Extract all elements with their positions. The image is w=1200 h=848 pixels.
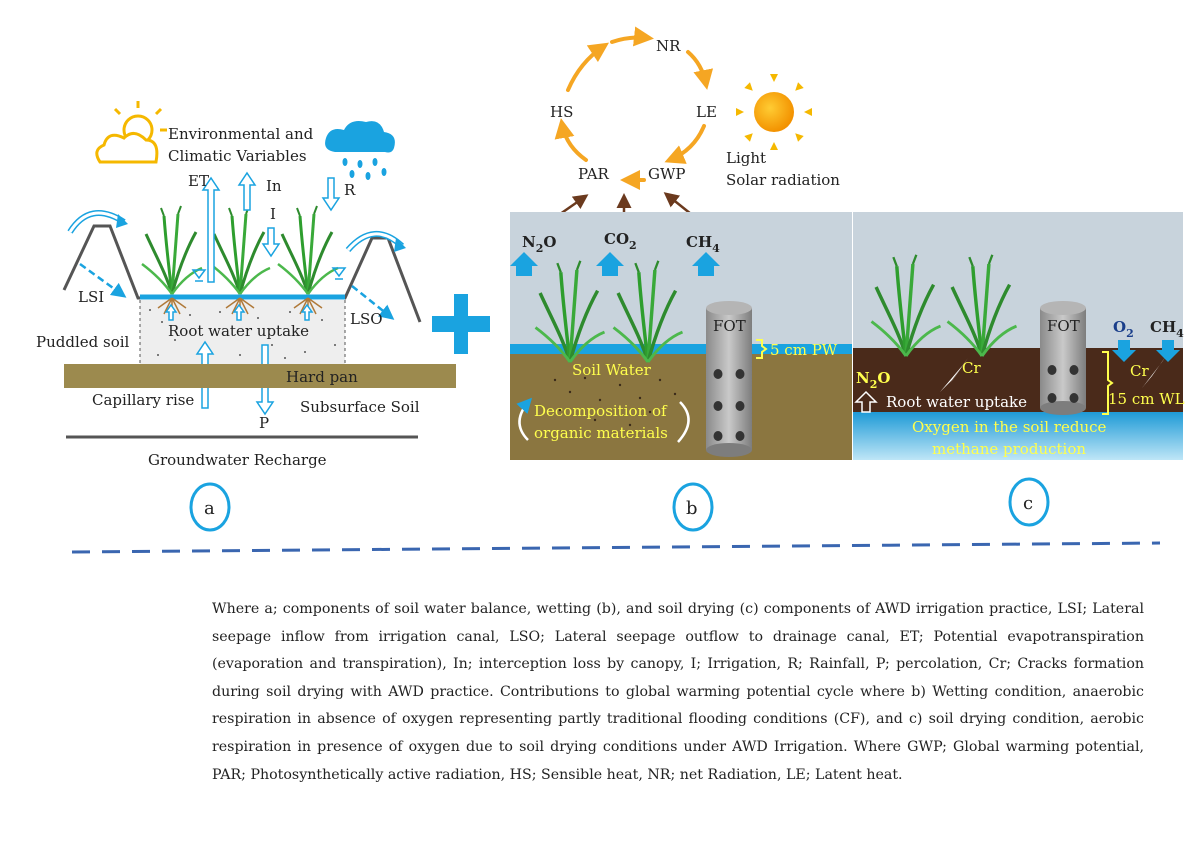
svg-text:CH4: CH4 [686,233,720,255]
dashed-separator [71,541,1161,554]
svg-text:O2: O2 [1113,318,1134,340]
fot-label-b: FOT [713,317,746,335]
rice-plant [208,204,272,296]
lsi-arrow [79,262,127,298]
r-label: R [344,181,356,199]
et-arrow [201,176,221,283]
p-label: P [259,414,269,432]
r-arrow [321,177,341,212]
badge-a [189,482,231,532]
ponded-water-b [510,344,852,354]
figure-caption: Where a; components of soil water balanc… [212,601,1144,783]
badge-b-label: b [686,498,698,519]
root-water-uptake-c-label: Root water uptake [886,393,1027,411]
cr-label: Cr [962,359,981,377]
lso-label: LSO [350,310,383,328]
soil-water-label: Soil Water [572,361,652,379]
lsi-label: LSI [78,288,104,306]
rain-cloud-icon [325,121,395,180]
svg-text:N2O: N2O [856,369,890,391]
svg-text:CO2: CO2 [604,230,637,252]
sun-icon [736,74,812,150]
n2o-up-arrow [510,252,538,276]
groundwater-recharge-label: Groundwater Recharge [148,451,327,469]
sun-cloud-icon [95,101,167,164]
le-label: LE [696,103,717,121]
ch4-down-arrow [1156,340,1180,362]
in-arrow [237,171,257,211]
oxygen-label-line1: Oxygen in the soil reduce [912,418,1107,436]
capillary-rise-label: Capillary rise [92,391,194,409]
i-arrow [261,227,281,258]
badge-b [672,482,714,532]
fot-tube-b [706,301,752,457]
wl-label: 15 cm WL [1108,390,1185,408]
decomposition-label-line1: Decomposition of [534,402,668,420]
pw-label: 5 cm PW [770,341,838,359]
soil-b [510,354,852,460]
oxygen-label-line2: methane production [932,440,1086,458]
in-label: In [266,177,282,195]
cr-right-label: Cr [1130,362,1149,380]
panel-a: Environmental and Climatic Variables [36,101,456,532]
rice-plant [276,204,340,296]
badge-a-label: a [204,498,215,519]
lso-arrow [351,285,395,320]
root-uptake-up-arrow [854,390,878,413]
ch4-up-arrow [692,252,720,276]
co2-up-arrow [596,252,624,276]
et-label: ET [188,172,209,190]
i-label: I [270,205,276,223]
nr-label: NR [656,37,681,55]
env-climatic-title-line1: Environmental and [168,125,314,143]
groundwater-c [853,412,1183,460]
badge-c [1008,477,1050,527]
rice-plant [140,204,204,296]
decomposition-label-line2: organic materials [534,424,668,442]
hard-pan-label: Hard pan [286,368,358,386]
fot-tube-c [1040,301,1086,415]
root-water-uptake-label: Root water uptake [168,322,309,340]
env-climatic-title-line2: Climatic Variables [168,147,307,165]
svg-text:CH4: CH4 [1150,318,1184,340]
o2-down-arrow [1112,340,1136,362]
subsurface-soil-label: Subsurface Soil [300,398,420,416]
badge-c-label: c [1023,493,1033,514]
gwp-label: GWP [648,165,686,183]
fot-label-c: FOT [1047,317,1080,335]
par-label: PAR [578,165,610,183]
svg-text:N2O: N2O [522,233,556,255]
hard-pan-layer [64,364,456,388]
light-label: Light [726,149,766,167]
dry-soil-c [853,348,1183,412]
hs-label: HS [550,103,573,121]
figure-diagram: Environmental and Climatic Variables [36,26,1185,554]
solar-radiation-label: Solar radiation [726,171,840,189]
panel-c: Cr FOT O2 CH4 Cr 15 cm WL N2O Root water… [853,212,1185,527]
root-zone-b [553,376,677,427]
soil-speckles [149,309,336,359]
plus-icon [432,294,490,354]
panel-b: N2O CO2 CH4 FOT [510,212,852,532]
gwp-cycle: NR HS LE PAR GWP Light Solar radiation [539,26,840,230]
puddled-soil-label: Puddled soil [36,333,130,351]
